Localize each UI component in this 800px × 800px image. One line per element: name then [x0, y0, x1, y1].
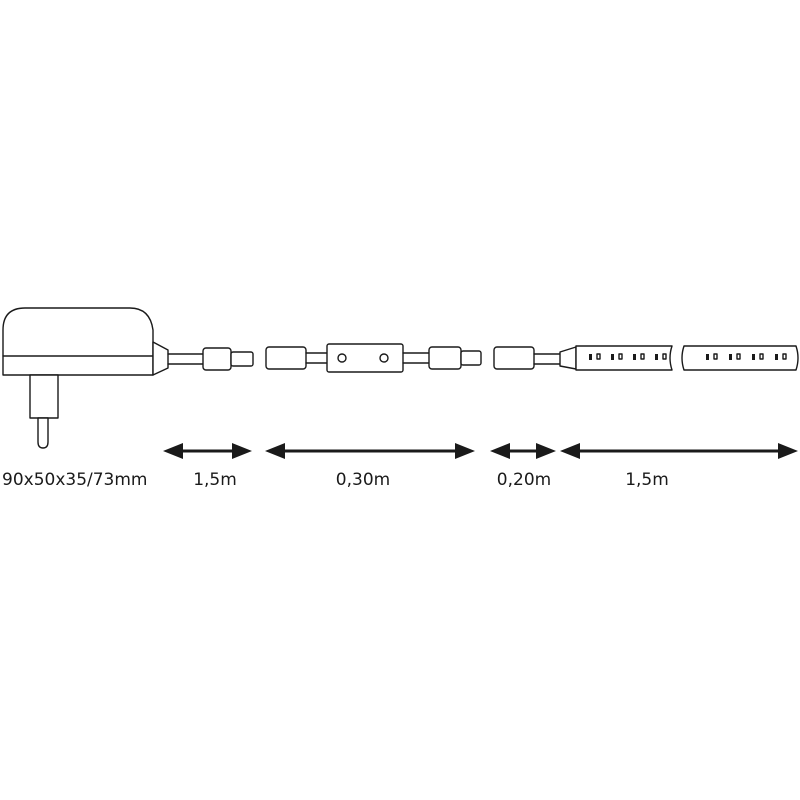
- led-dots: [589, 354, 778, 360]
- controller-box: [326, 343, 404, 373]
- led-mark: [596, 353, 601, 360]
- led-dot: [589, 354, 592, 360]
- led-dot: [729, 354, 732, 360]
- cable-1-length-label: 1,5m: [193, 470, 237, 490]
- led-dot: [706, 354, 709, 360]
- led-mark: [782, 353, 787, 360]
- cable-2-length-label: 0,30m: [336, 470, 390, 490]
- power-adapter: [2, 307, 169, 449]
- connector-socket-3: [493, 346, 535, 370]
- led-mark: [618, 353, 623, 360]
- led-mark: [759, 353, 764, 360]
- cable-3-length-label: 0,20m: [497, 470, 551, 490]
- connector-plug-1: [202, 347, 232, 371]
- dimension-arrow-1: [163, 443, 252, 459]
- adapter-body: [2, 307, 154, 376]
- strip-end-cap: [559, 346, 577, 370]
- adapter-strain-relief: [152, 341, 169, 376]
- controller-button-2: [379, 353, 389, 363]
- led-strip-section-1: [575, 345, 673, 371]
- feed-segment: [493, 346, 577, 370]
- led-mark: [640, 353, 645, 360]
- led-dot: [633, 354, 636, 360]
- adapter-plug-base: [29, 374, 59, 419]
- controller-segment: [265, 343, 482, 373]
- led-dot: [775, 354, 778, 360]
- controller-button-1: [337, 353, 347, 363]
- dimension-arrow-4: [560, 443, 798, 459]
- dimension-arrow-2: [265, 443, 475, 459]
- led-marks: [596, 353, 787, 360]
- led-mark: [662, 353, 667, 360]
- cable-segment-1: [167, 347, 254, 371]
- dimension-arrow-3: [490, 443, 556, 459]
- led-dot: [752, 354, 755, 360]
- led-mark: [713, 353, 718, 360]
- led-dot: [611, 354, 614, 360]
- adapter-plug-pin: [37, 417, 49, 449]
- connector-tip-1: [230, 351, 254, 367]
- led-strip: [575, 345, 799, 371]
- led-dot: [655, 354, 658, 360]
- connector-socket-2: [265, 346, 307, 370]
- connector-tip-2: [460, 350, 482, 366]
- connector-plug-2: [428, 346, 462, 370]
- led-mark: [736, 353, 741, 360]
- strip-length-label: 1,5m: [625, 470, 669, 490]
- adapter-size-label: 90x50x35/73mm: [2, 470, 148, 490]
